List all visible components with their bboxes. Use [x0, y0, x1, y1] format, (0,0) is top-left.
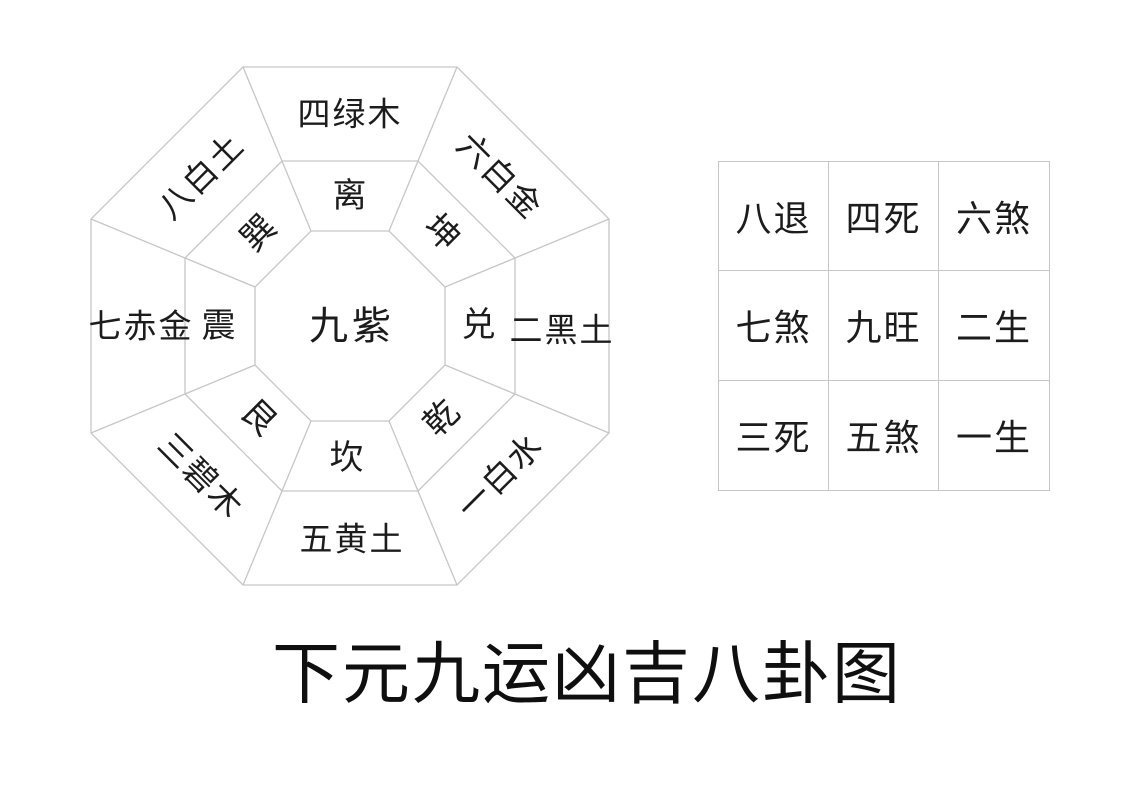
fortune-grid-cell-r1c1: 九旺 [829, 271, 939, 381]
inner-ring-trigram-top: 离 [332, 177, 368, 215]
fortune-grid-cell-r2c0: 三死 [719, 380, 829, 490]
fortune-grid-cell-r2c2: 一生 [955, 417, 1032, 459]
diagram-title: 下元九运凶吉八卦图 [271, 636, 903, 713]
fortune-grid-cell-r2c1: 五煞 [829, 380, 939, 490]
fortune-grid-cell-r1c0: 七煞 [719, 271, 829, 381]
outer-ring-label-right: 二黑土 [509, 311, 615, 349]
inner-ring-trigram-bottom: 坎 [329, 439, 365, 477]
center-star-label: 九紫 [308, 305, 396, 349]
fortune-grid-cell-r1c2: 二生 [939, 271, 1049, 381]
fortune-grid-cell-r0c2: 六煞 [939, 162, 1049, 272]
fortune-grid: 八退 四死 六煞 七煞 九旺 二生 三死 五煞 一生 [718, 161, 1050, 491]
outer-ring-label-top: 四绿木 [297, 95, 403, 133]
fortune-grid-cell-r0c0: 八退 [719, 162, 829, 272]
inner-ring-trigram-left: 震 [201, 307, 237, 345]
sector-divider-lines [90, 66, 610, 586]
inner-ring-trigram-right: 兑 [461, 306, 497, 344]
outer-ring-label-left: 七赤金 [88, 307, 194, 345]
outer-ring-label-bottom: 五黄土 [299, 520, 405, 558]
fortune-grid-cell-r0c1: 四死 [829, 162, 939, 272]
